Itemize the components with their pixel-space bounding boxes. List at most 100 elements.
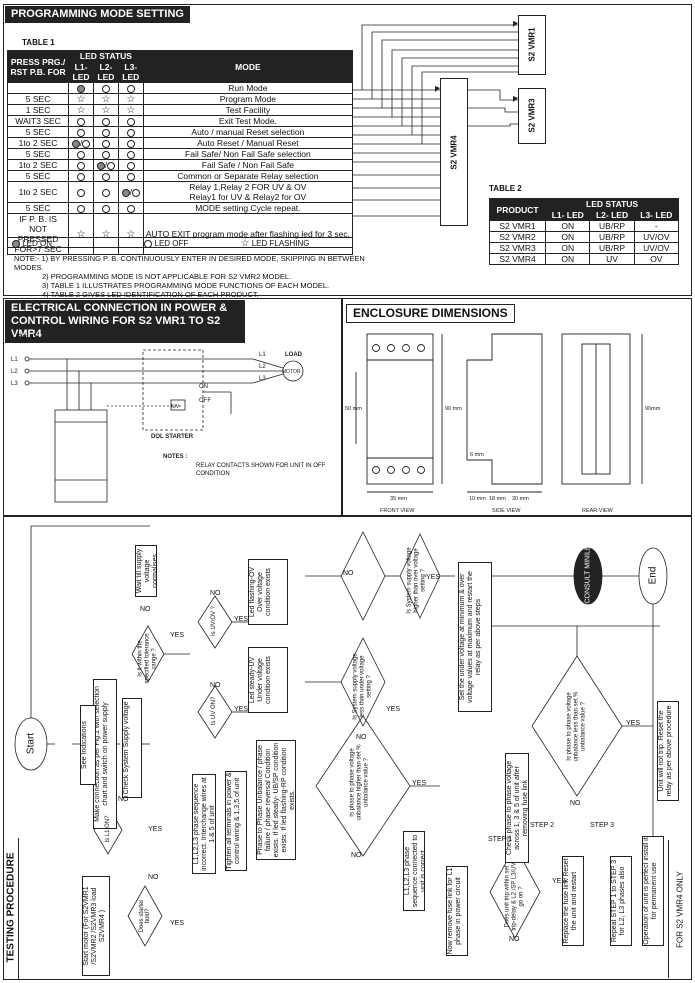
- table1-header-mode: MODE: [142, 50, 354, 83]
- table2-cell: ON: [545, 231, 591, 243]
- led-off-icon: [77, 128, 86, 137]
- led-off-icon: [82, 139, 91, 148]
- programming-section: [3, 4, 692, 296]
- yes-7: YES: [148, 826, 163, 833]
- yes-1: YES: [170, 632, 185, 639]
- does-trip-label: Does unit trip within set trip-delay & L…: [504, 862, 525, 931]
- led-off-icon: [77, 188, 86, 197]
- end-label: End: [647, 566, 659, 585]
- led-off-icon: [77, 204, 86, 213]
- led-flash-icon: ☆: [101, 104, 111, 116]
- led-flash-icon: ☆: [101, 93, 111, 105]
- notes-label: NOTES :: [163, 454, 187, 460]
- mode-text: Common or Separate Relay selection: [177, 171, 319, 181]
- no-8: NO: [148, 874, 159, 881]
- table2-cell: UB/RP: [589, 242, 635, 254]
- table1-header-press: PRESS PRG./ RST P.B. FOR: [6, 50, 70, 83]
- table2-cell: ON: [545, 220, 591, 232]
- table1-header-l2: L2- LED: [92, 61, 119, 83]
- led-cell: ☆: [68, 104, 94, 116]
- mode-text: Test Facility: [225, 105, 271, 115]
- led-on-icon: [71, 139, 80, 148]
- table2-cell: UV: [589, 253, 635, 265]
- table1: PRESS PRG./ RST P.B. FOR LED STATUS MODE…: [6, 50, 354, 255]
- dim-18: 18 mm: [489, 496, 506, 502]
- led-ov-box: Led flashing-OV Over voltage condition e…: [248, 559, 288, 625]
- table2-cell: S2 VMR1: [488, 220, 547, 232]
- led-flash-icon: ☆: [76, 93, 86, 105]
- table2-cell: UB/RP: [589, 231, 635, 243]
- wait-supply-box: Wait till supply voltage normalises: [135, 545, 159, 597]
- yes-8: YES: [170, 920, 185, 927]
- table2-cell: -: [633, 220, 680, 232]
- led-off-icon: [126, 161, 135, 170]
- is-uv-on-label: Is UV ON?: [211, 696, 217, 726]
- dol-starter-label: DOL STARTER: [151, 434, 194, 440]
- no-7: NO: [118, 796, 129, 803]
- led-cell: [117, 82, 144, 94]
- phase-unbalance-box: Phase to Phase Unbalance / phase failure…: [256, 740, 296, 860]
- led-off-icon: [101, 150, 110, 159]
- mode-text: Auto / manual Reset selection: [191, 127, 305, 137]
- led-off-icon: [126, 150, 135, 159]
- enclosure-section: [342, 298, 692, 516]
- led-on-icon: [77, 84, 86, 93]
- wiring-l3: L3: [11, 381, 18, 387]
- table2-cell: UV/OV: [633, 231, 680, 243]
- led-cell: [92, 115, 119, 127]
- led-cell: ☆: [117, 93, 144, 105]
- dim-90b: 90mm: [645, 406, 661, 412]
- yes-2: YES: [234, 616, 249, 623]
- dim-30: 30 mm: [512, 496, 529, 502]
- yes-10: YES: [626, 720, 641, 727]
- unb-less-label: Is phase to phase voltage unbalance less…: [566, 691, 587, 762]
- dim-10: 10 mm: [469, 496, 486, 502]
- led-off-icon: [77, 161, 86, 170]
- mode-text: Exit Test Mode.: [218, 116, 277, 126]
- table2-cell: S2 VMR2: [488, 231, 547, 243]
- table1-row: 1to 2 SEC/Auto Reset / Manual Reset: [6, 137, 354, 149]
- legend-flash: LED FLASHING: [251, 239, 310, 248]
- table2-cell: S2 VMR3: [488, 242, 547, 254]
- led-off-icon: [126, 128, 135, 137]
- mode-text: Fail Safe/ Non Fail Safe selection: [185, 149, 311, 159]
- sys-lower-label: Is System supply voltage less than under…: [352, 653, 373, 720]
- fig-label: Fig. 1: [16, 334, 35, 341]
- table1-header-l1: L1- LED: [68, 61, 94, 83]
- led-off-icon: [77, 117, 86, 126]
- is-uv-ov-label: Is UV/OV ?: [211, 606, 217, 637]
- dim-50: 50 mm: [345, 406, 362, 412]
- led-off-icon: [107, 161, 116, 170]
- seq-correct-box: L1,L2,L3 phase sequence connected to uni…: [403, 831, 427, 911]
- enclosure-title: ENCLOSURE DIMENSIONS: [346, 304, 515, 323]
- table2-header-product: PRODUCT: [488, 198, 547, 221]
- step3-label: STEP 3: [590, 822, 614, 829]
- led-off-icon: [101, 139, 110, 148]
- led-on-icon: [12, 239, 20, 248]
- load-label: LOAD: [285, 352, 303, 358]
- led-off-icon: [144, 239, 153, 248]
- electrical-title: ELECTRICAL CONNECTION IN POWER & CONTROL…: [5, 300, 245, 343]
- not-trip-box: Unit will not trip. Reset the relay as p…: [657, 701, 679, 801]
- electrical-note: RELAY CONTACTS SHOWN FOR UNIT IN OFF CON…: [196, 463, 326, 477]
- led-cell: [92, 82, 119, 94]
- start-motor-box: Start motor (For S2VMR1 /S2VMR2 /S2VMR3 …: [82, 876, 110, 976]
- led-off-icon: [131, 188, 140, 197]
- nv-label: N/V: [171, 404, 180, 410]
- led-flash-icon: ☆: [240, 237, 250, 249]
- led-off-icon: [126, 172, 135, 181]
- yes-6: YES: [412, 780, 427, 787]
- is-l1-on-label: Is L1 ON?: [105, 815, 111, 843]
- does-starter-label: Does starter hold?: [139, 899, 151, 933]
- table1-row: IF P. B. IS NOT PRESSED FOR>7 SEC☆☆☆AUTO…: [6, 213, 354, 255]
- testing-section: [3, 516, 692, 980]
- table2-cell: ON: [545, 253, 591, 265]
- no-4: NO: [343, 570, 354, 577]
- mode-text: Program Mode: [219, 94, 276, 104]
